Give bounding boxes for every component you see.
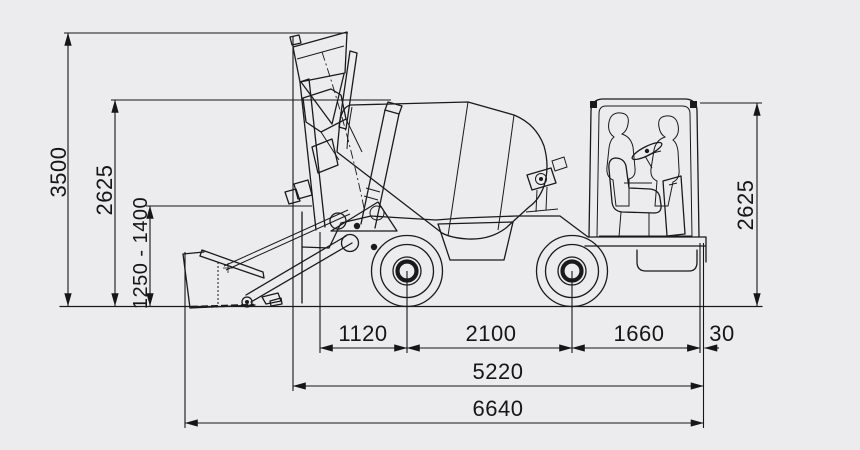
- dim-label-drum-height: 2625: [92, 165, 117, 216]
- steering-wheel: [631, 141, 663, 169]
- dim-label-length-without-bucket: 5220: [473, 359, 524, 384]
- bucket-lowered: [182, 249, 283, 309]
- machine-illustration: [59, 31, 763, 309]
- operator-silhouette-left: [606, 112, 636, 207]
- console: [662, 175, 686, 237]
- dimension-discharge-height: 1250 - 1400: [130, 197, 312, 309]
- dimension-cab-height: 2625: [700, 102, 762, 307]
- dim-label-overall-height: 3500: [46, 147, 71, 198]
- arm-pivot: [329, 201, 398, 253]
- dimension-rear-section: 1660: [571, 243, 701, 353]
- swing-centerline: [321, 51, 365, 209]
- bucket-raised: [289, 31, 348, 125]
- dimension-length-without-bucket: 5220: [292, 36, 704, 391]
- dimension-rear-overhang: 30: [686, 243, 734, 428]
- dimension-front-section: 1120: [319, 232, 408, 353]
- dimension-wheelbase: 2100: [406, 271, 573, 353]
- dim-label-rear-section: 1660: [614, 321, 665, 346]
- mixing-drum: [336, 101, 548, 240]
- rear-step: [636, 249, 698, 272]
- chassis: [301, 211, 707, 304]
- dimension-overall-length: 6640: [184, 252, 704, 428]
- dim-label-cab-height: 2625: [733, 180, 758, 231]
- dimension-overall-height: 3500: [46, 32, 348, 307]
- dim-label-discharge-height: 1250 - 1400: [130, 197, 152, 309]
- dim-label-wheelbase: 2100: [466, 321, 517, 346]
- dim-label-front-section: 1120: [338, 321, 387, 346]
- dim-label-rear-overhang: 30: [709, 321, 734, 346]
- dimension-drum-height: 2625: [92, 99, 391, 307]
- loading-arm: [223, 209, 353, 303]
- dim-label-overall-length: 6640: [473, 396, 524, 421]
- operator-silhouette-right: [646, 115, 680, 207]
- drum-motor: [525, 156, 568, 213]
- cab: [588, 98, 700, 238]
